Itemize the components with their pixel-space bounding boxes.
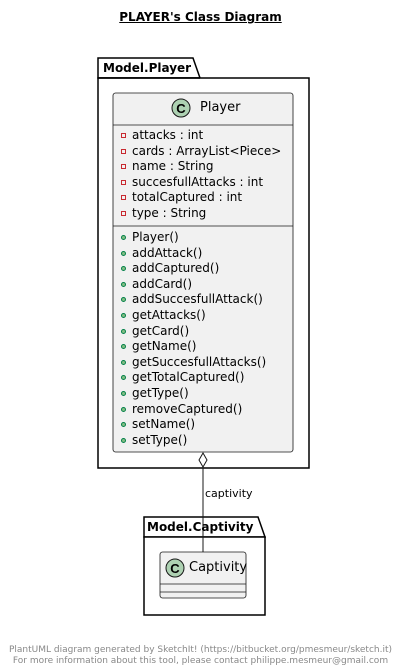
private-visibility-icon: [121, 179, 126, 185]
method-text: getName(): [132, 339, 197, 354]
method-text: setType(): [132, 432, 188, 447]
private-visibility-icon: [121, 133, 126, 138]
method-text: removeCaptured(): [132, 401, 243, 416]
captivity-class-icon-letter: C: [170, 561, 180, 576]
diagram-title: PLAYER's Class Diagram: [119, 10, 282, 24]
method-text: setName(): [132, 417, 196, 432]
captivity-class-icon: [165, 558, 185, 578]
attribute-text: type : String: [132, 206, 207, 220]
captivity-class-name: Captivity: [189, 560, 248, 575]
attribute-text: succesfullAttacks : int: [132, 174, 264, 189]
public-visibility-icon: [121, 344, 126, 350]
method-text: addAttack(): [132, 245, 203, 260]
player-class-icon-letter: C: [176, 101, 186, 116]
attribute-text: totalCaptured : int: [132, 190, 243, 205]
package-model-captivity-label: Model.Captivity: [147, 520, 254, 534]
private-visibility-icon: [121, 211, 126, 216]
player-class-name: Player: [200, 100, 241, 115]
method-text: Player(): [132, 230, 179, 244]
public-visibility-icon: [121, 281, 126, 287]
method-text: addSuccesfullAttack(): [132, 292, 263, 307]
public-visibility-icon: [121, 359, 126, 365]
private-visibility-icon: [121, 164, 126, 170]
method-text: getType(): [132, 386, 189, 400]
public-visibility-icon: [121, 391, 126, 396]
method-text: getCard(): [132, 323, 190, 338]
package-model-player-label: Model.Player: [103, 61, 192, 75]
public-visibility-icon: [121, 406, 126, 412]
method-text: getSuccesfullAttacks(): [132, 354, 267, 369]
relation-label: captivity: [205, 487, 253, 500]
public-visibility-icon: [121, 297, 126, 303]
public-visibility-icon: [121, 235, 126, 240]
attribute-text: name : String: [132, 159, 214, 174]
method-text: addCard(): [132, 276, 193, 291]
public-visibility-icon: [121, 266, 126, 272]
footer-line-1: PlantUML diagram generated by SketchIt! …: [8, 645, 393, 655]
public-visibility-icon: [121, 250, 126, 256]
attribute-text: attacks : int: [132, 128, 204, 142]
method-text: getTotalCaptured(): [132, 370, 245, 385]
footer-line-2: For more information about this tool, pl…: [12, 656, 389, 666]
private-visibility-icon: [121, 195, 126, 201]
method-text: getAttacks(): [132, 308, 206, 322]
public-visibility-icon: [121, 313, 126, 318]
player-class-icon: [171, 98, 191, 118]
method-text: addCaptured(): [132, 261, 220, 276]
public-visibility-icon: [121, 422, 126, 428]
private-visibility-icon: [121, 148, 126, 154]
attribute-text: cards : ArrayList<Piece>: [132, 143, 282, 158]
public-visibility-icon: [121, 328, 126, 334]
aggregation-diamond: [198, 451, 208, 469]
public-visibility-icon: [121, 437, 126, 443]
public-visibility-icon: [121, 375, 126, 381]
